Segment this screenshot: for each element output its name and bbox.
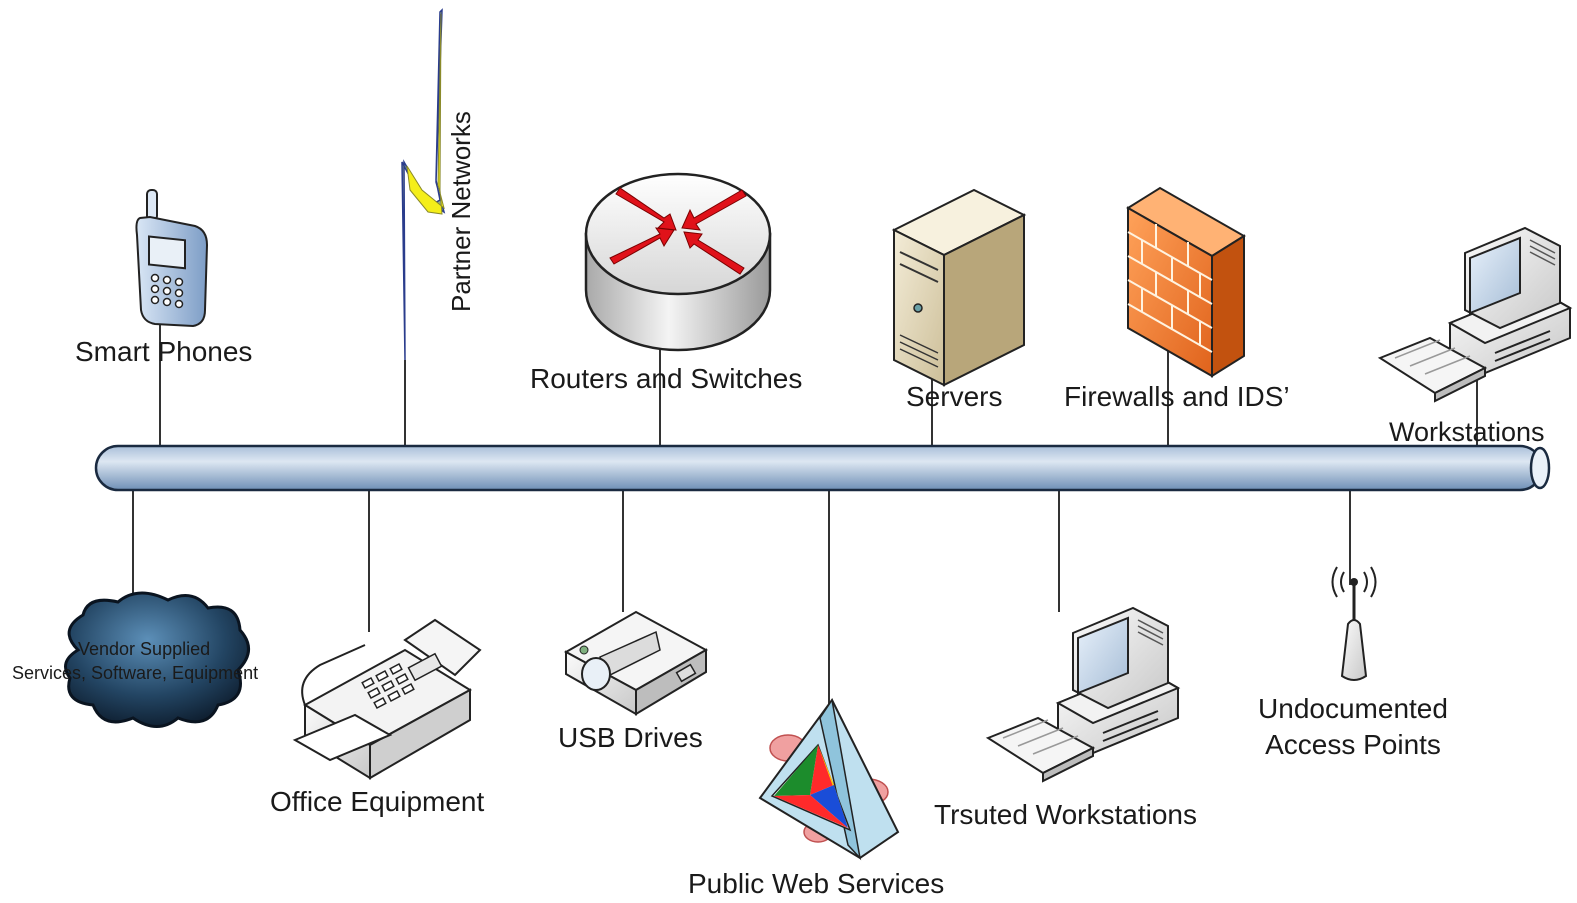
bottom-connectors [132,490,1351,705]
top-connectors [159,300,1478,446]
firewall-icon [1126,186,1246,378]
smartphone-icon [135,189,209,328]
workstation-icon [987,607,1179,782]
router-icon [584,172,772,352]
label-office-equipment: Office Equipment [270,786,485,817]
label-vendor-line1: Vendor Supplied [78,639,211,659]
label-workstations: Workstations [1389,417,1545,447]
workstation-icon [1379,227,1571,402]
label-smart-phones: Smart Phones [75,336,253,367]
server-icon [891,188,1027,387]
label-usb-drives: USB Drives [558,722,703,753]
label-public-web-services: Public Web Services [688,868,945,899]
projector-icon [563,610,709,716]
wireless-access-point-icon [1331,566,1377,681]
label-servers: Servers [906,381,1003,412]
label-trusted-workstations: Trsuted Workstations [934,799,1197,830]
lightning-icon [401,8,446,361]
label-routers-switches: Routers and Switches [530,363,803,394]
label-vendor-line2: Services, Software, Equipment [12,663,259,683]
network-backbone [94,444,1551,492]
label-undocumented-line1: Undocumented [1258,693,1448,724]
fax-machine-icon [292,618,482,780]
label-partner-networks: Partner Networks [446,111,476,312]
web-services-icon [758,698,900,861]
label-firewalls: Firewalls and IDS’ [1064,381,1290,412]
label-undocumented-line2: Access Points [1265,729,1441,760]
cloud-icon [64,591,250,728]
